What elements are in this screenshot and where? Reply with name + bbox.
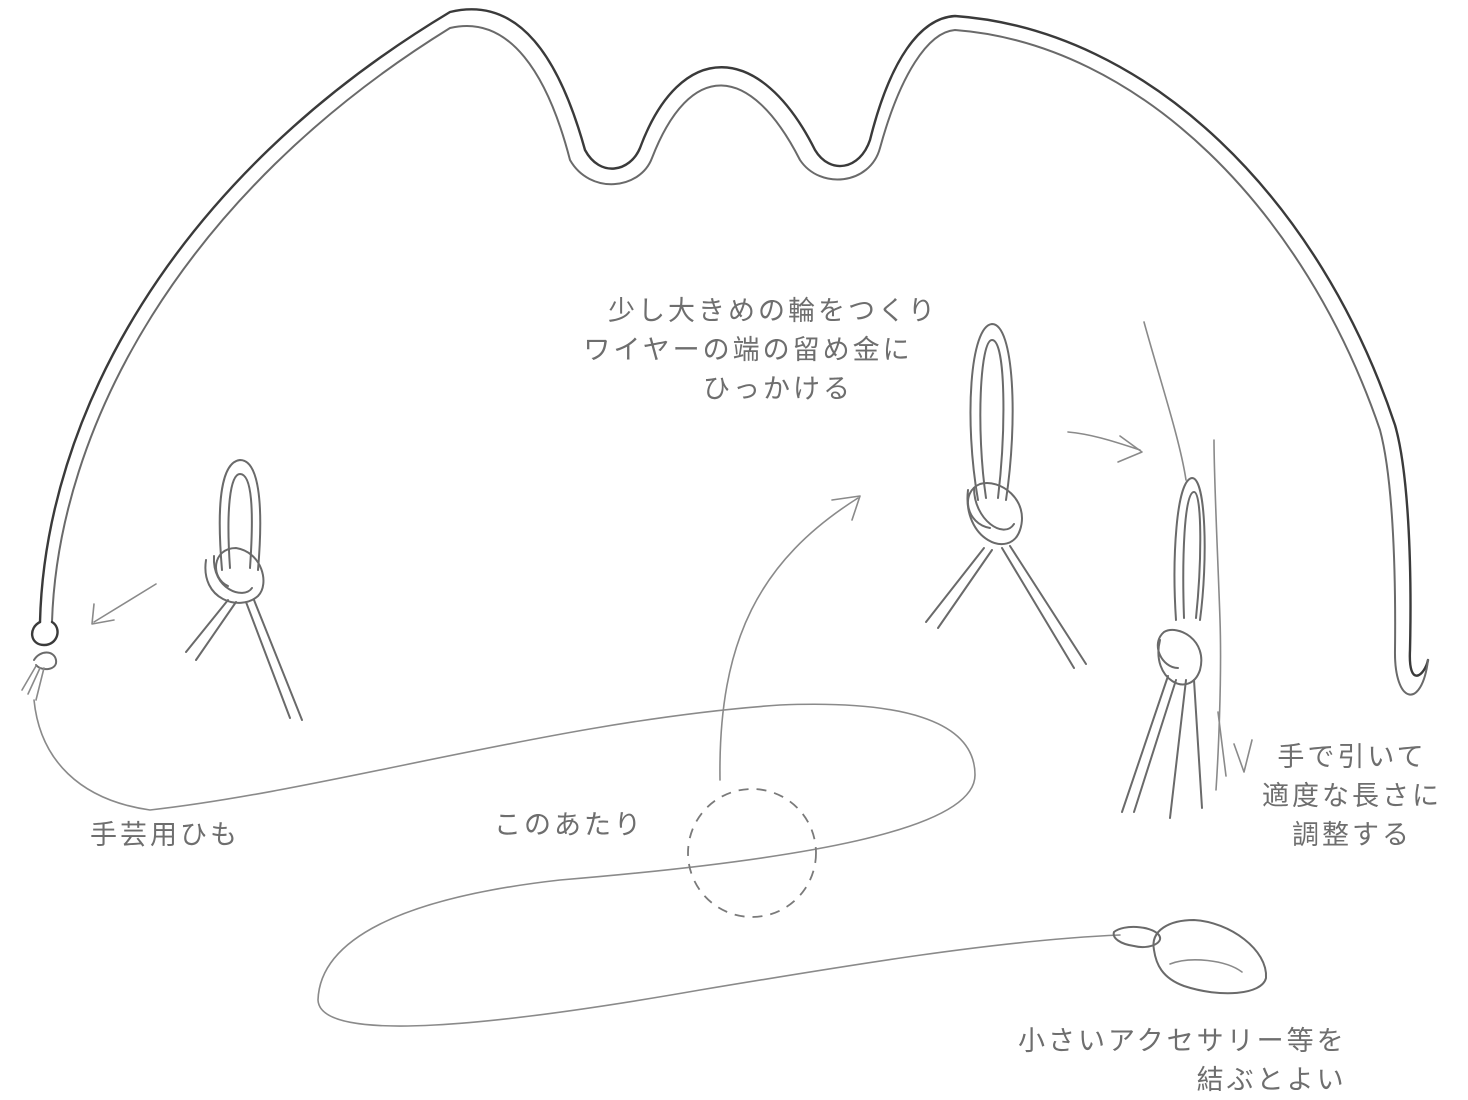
accessory-note-line-1: 小さいアクセサリー等を: [1018, 1022, 1347, 1061]
right-arrow: [1068, 432, 1142, 462]
loop-instruction-line-2: ワイヤーの端の留め金に: [558, 331, 938, 370]
adjust-instruction-text: 手で引いて 適度な長さに 調整する: [1262, 738, 1442, 855]
cord-name-text: 手芸用ひも: [90, 816, 240, 855]
craft-cord: [34, 700, 1120, 1026]
clasp-knot: [22, 653, 56, 701]
left-arrow: [92, 584, 156, 624]
loop-instruction-line-3: ひっかける: [618, 370, 938, 409]
upward-arrow: [720, 496, 860, 780]
cord-name-label: 手芸用ひも: [90, 816, 240, 855]
accessory-pendant: [1114, 920, 1266, 993]
adjust-instruction-line-1: 手で引いて: [1262, 738, 1442, 777]
knot-step-1: [186, 460, 302, 720]
loop-instruction-text: 少し大きめの輪をつくり ワイヤーの端の留め金に ひっかける: [608, 292, 938, 409]
accessory-note-text: 小さいアクセサリー等を 結ぶとよい: [1018, 1022, 1347, 1100]
knot-step-3: [1122, 322, 1252, 818]
loop-instruction-line-1: 少し大きめの輪をつくり: [608, 292, 938, 331]
around-here-text: このあたり: [494, 806, 644, 845]
knot-step-2: [926, 324, 1086, 668]
adjust-instruction-line-3: 調整する: [1262, 816, 1442, 855]
accessory-note-line-2: 結ぶとよい: [1018, 1061, 1347, 1100]
around-here-label: このあたり: [494, 806, 644, 845]
adjust-instruction-line-2: 適度な長さに: [1262, 777, 1442, 816]
